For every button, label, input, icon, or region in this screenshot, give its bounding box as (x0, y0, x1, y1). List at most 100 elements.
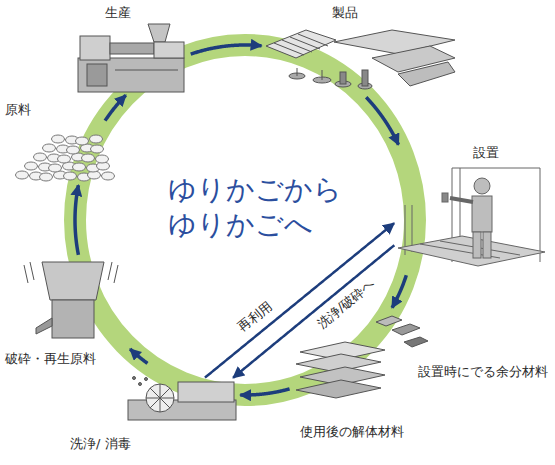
surplus-pieces (376, 316, 402, 326)
molding-machine (80, 36, 110, 60)
washing-machine (150, 388, 170, 408)
product-panels (266, 30, 336, 58)
molding-machine (78, 24, 184, 92)
installation-scene (398, 236, 545, 266)
washing-machine (145, 378, 148, 381)
surplus-pieces (392, 324, 420, 335)
arrow-label: 再利用 (233, 296, 278, 337)
pellet (64, 172, 77, 180)
cycle-arrow (75, 185, 78, 255)
pellet (58, 155, 71, 163)
pellet (73, 163, 86, 171)
diagram-title: ゆりかごから ゆりかごへ (168, 172, 350, 242)
pellet (96, 155, 109, 163)
product-panels (298, 34, 328, 46)
product-panels (297, 68, 298, 76)
product-panels (290, 37, 320, 49)
product-panels (340, 72, 346, 84)
pellet (16, 171, 29, 179)
cycle-arrow (191, 45, 262, 54)
molding-machine (87, 64, 107, 86)
cycle-arrow (240, 389, 289, 395)
cycle-ring (75, 45, 415, 395)
stage-label: 洗浄/ 消毒 (70, 436, 131, 452)
surplus-pieces (404, 337, 428, 347)
cycle-arrow (105, 95, 126, 120)
product-panels (282, 40, 312, 52)
washing-machine (133, 377, 136, 380)
stage-label: 設置時にでる余分材料 (418, 364, 548, 380)
washing-machine (128, 400, 236, 420)
pellet (25, 162, 38, 170)
pellet (34, 153, 47, 161)
pellet (43, 144, 56, 152)
pellet (90, 135, 103, 143)
stage-label: 設置 (473, 145, 499, 161)
installation-scene (474, 178, 490, 194)
molding-machine (115, 70, 178, 71)
stage-label: 原料 (5, 102, 31, 118)
arrow-label: 洗浄/破砕へ (312, 274, 380, 334)
product-panels (322, 70, 323, 80)
molding-machine (110, 43, 154, 54)
washing-machine (150, 388, 170, 408)
stage-node: 製品 (262, 5, 457, 97)
stage-node: 洗浄/ 消毒 (60, 378, 240, 460)
installation-scene (483, 232, 491, 258)
pellet (40, 173, 53, 181)
stage-label: 破砕・再生原料 (5, 351, 96, 367)
crusher-machine (42, 262, 104, 300)
stage-node: 原料 (5, 100, 105, 185)
pellet (76, 137, 89, 145)
stage-label: 製品 (332, 5, 358, 21)
molding-machine (154, 42, 184, 58)
product-panels (274, 43, 304, 55)
pellet (49, 164, 62, 172)
washing-machine (178, 382, 234, 402)
molding-machine (78, 58, 184, 92)
dismantled-panels (296, 380, 381, 398)
stage-node: 使用後の解体材料 (290, 338, 430, 448)
installation-scene (452, 168, 540, 169)
installation-scene (473, 232, 481, 258)
washing-machine (139, 383, 142, 386)
cycle-arrow (366, 97, 398, 144)
stage-label: 生産 (105, 5, 131, 21)
installation-scene (540, 168, 541, 262)
pellet (67, 146, 80, 154)
crusher-machine (24, 265, 28, 283)
pellet (102, 172, 115, 180)
stage-label: 使用後の解体材料 (300, 424, 404, 440)
washing-machine (128, 377, 236, 421)
title-box: ゆりかごから ゆりかごへ (168, 172, 350, 242)
dismantled-panels (296, 342, 385, 398)
surplus-pieces (376, 316, 428, 347)
stage-node: 破砕・再生原料 (5, 255, 130, 367)
crusher-machine (30, 262, 34, 280)
stage-node: 設置時にでる余分材料 (365, 308, 550, 380)
cycle-arrow (233, 245, 394, 377)
stage-node: 生産 (75, 5, 190, 95)
cycle-arrow (205, 223, 394, 377)
installation-scene (398, 168, 545, 266)
stage-node: 設置 (395, 145, 550, 275)
pellet (82, 154, 95, 162)
cycle-arrow (392, 275, 406, 308)
pellet (52, 135, 65, 143)
cycle-arrow (130, 349, 147, 363)
washing-machine (146, 384, 174, 412)
crusher-machine (52, 300, 94, 338)
installation-scene (442, 193, 448, 202)
installation-scene (472, 196, 492, 232)
pellet (91, 145, 104, 153)
product-panels (362, 70, 368, 86)
product-panels (266, 30, 455, 89)
crusher-machine (114, 265, 118, 283)
molding-machine (148, 24, 170, 42)
product-panels (398, 62, 455, 86)
raw-pellets (16, 135, 115, 181)
crusher-machine (36, 318, 52, 334)
crusher-machine (108, 262, 112, 280)
